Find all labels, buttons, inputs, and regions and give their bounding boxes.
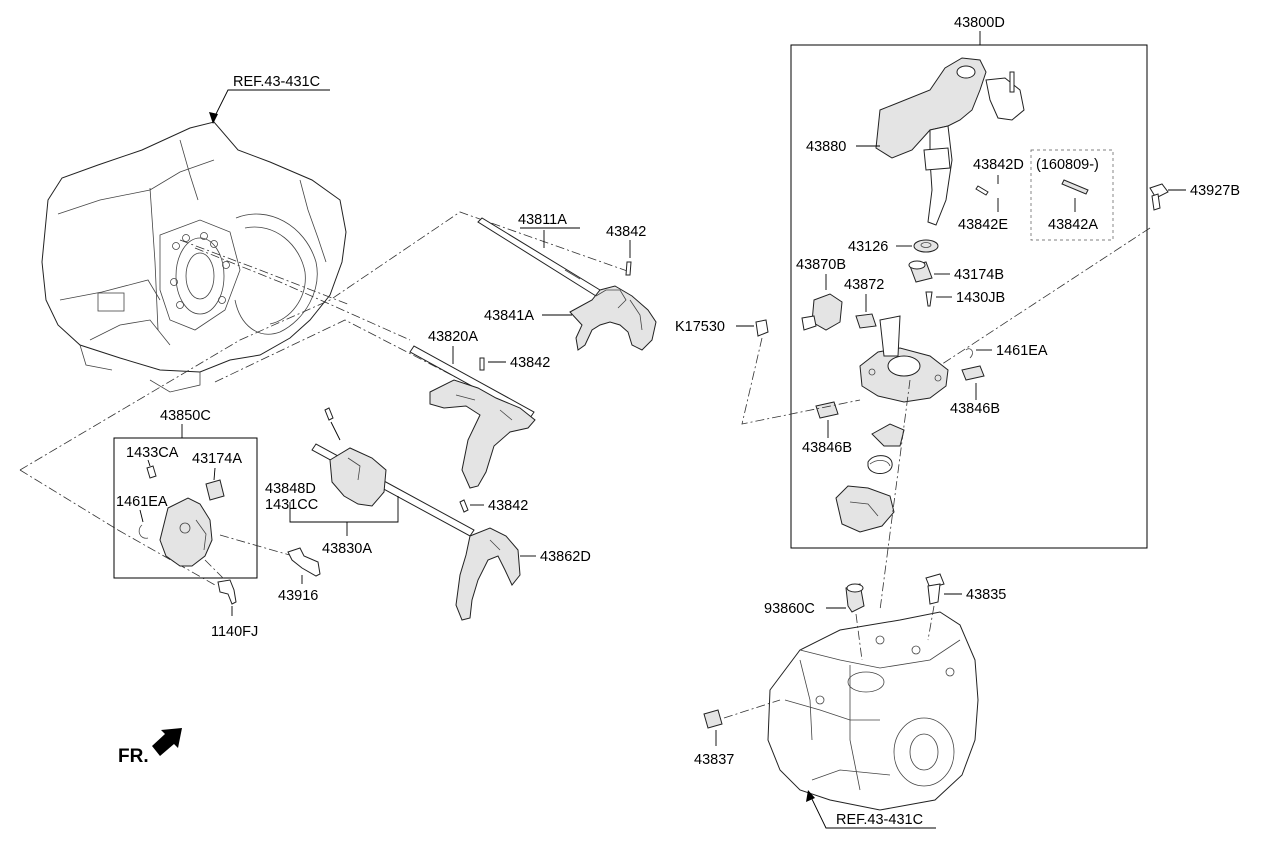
plug-43837: [703, 709, 723, 729]
transmission-case-housing: [41, 121, 347, 393]
revision-box-160809: [1030, 149, 1114, 241]
label-93860C: 93860C: [764, 601, 815, 617]
bolt-1140FJ: [217, 579, 237, 605]
label-43811A: 43811A: [518, 212, 567, 228]
label-43916: 43916: [278, 588, 318, 604]
cover-bracket: [835, 485, 895, 533]
control-housing: [859, 315, 949, 403]
bracket-43850C: [159, 497, 213, 567]
shift-rail-43811A: [477, 217, 601, 297]
label-43830A: 43830A: [322, 541, 372, 557]
bushing-43174B: [908, 260, 933, 283]
shift-fork-43862D: [455, 527, 521, 621]
front-arrow-icon: [152, 728, 182, 756]
plug-43835: [925, 573, 945, 605]
label-43841A: 43841A: [484, 308, 534, 324]
label-43842D: 43842D: [973, 157, 1024, 173]
label-43126: 43126: [848, 239, 888, 255]
label-43880: 43880: [806, 139, 846, 155]
label-K17530: K17530: [675, 319, 725, 335]
label-43846B-right: 43846B: [950, 401, 1000, 417]
label-43842-mid: 43842: [510, 355, 550, 371]
label-43820A: 43820A: [428, 329, 478, 345]
label-43850C: 43850C: [160, 408, 211, 424]
label-43842A: 43842A: [1048, 217, 1098, 233]
label-43842E: 43842E: [958, 217, 1008, 233]
shift-fork-43820A: [429, 379, 536, 489]
return-spring: [867, 455, 893, 474]
shift-lever-43880: [875, 57, 1025, 226]
label-43174B: 43174B: [954, 267, 1004, 283]
label-160809: (160809-): [1036, 157, 1099, 173]
label-1433CA: 1433CA: [126, 445, 179, 461]
plug-43846B-right: [961, 365, 985, 381]
label-43927B: 43927B: [1190, 183, 1240, 199]
label-1140FJ: 1140FJ: [211, 624, 258, 640]
bolt-43916: [287, 547, 321, 577]
transmission-case-lower: [767, 611, 979, 811]
sensor-43870B: [801, 293, 843, 331]
ref-label-bottom: REF.43-431C: [836, 812, 923, 828]
label-43842-low: 43842: [488, 498, 528, 514]
shift-fork-43841A: [569, 285, 657, 351]
detent-plate: [871, 423, 905, 447]
label-43835: 43835: [966, 587, 1006, 603]
label-1431CC: 1431CC: [265, 497, 318, 513]
breather-K17530: [755, 319, 769, 337]
label-1430JB: 1430JB: [956, 290, 1005, 306]
shift-lug-43848D: [329, 447, 387, 507]
label-43837: 43837: [694, 752, 734, 768]
ref-label-top: REF.43-431C: [233, 74, 320, 90]
label-43846B-left: 43846B: [802, 440, 852, 456]
label-43848D: 43848D: [265, 481, 316, 497]
label-43862D: 43862D: [540, 549, 591, 565]
label-43870B: 43870B: [796, 257, 846, 273]
label-43842-top: 43842: [606, 224, 646, 240]
sensor-93860C: [845, 583, 865, 613]
plug-43846B-left: [815, 401, 839, 419]
assembly-box-43850C: [113, 437, 258, 579]
assembly-box-43800D: [790, 44, 1148, 549]
label-1461EA-left: 1461EA: [116, 494, 168, 510]
label-43800D: 43800D: [954, 15, 1005, 31]
fr-label: FR.: [118, 746, 149, 767]
bolt-43927B: [1149, 183, 1169, 211]
label-43174A: 43174A: [192, 451, 242, 467]
label-43872: 43872: [844, 277, 884, 293]
label-1461EA-right: 1461EA: [996, 343, 1048, 359]
washer-43126: [913, 239, 939, 253]
spring-43872: [855, 313, 877, 329]
